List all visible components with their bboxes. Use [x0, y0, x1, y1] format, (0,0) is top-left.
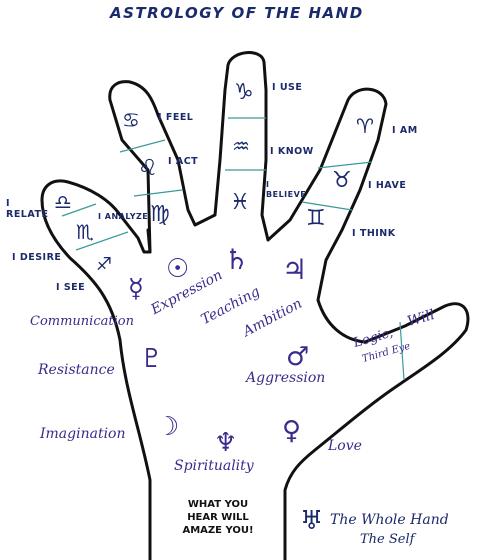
keyword-aggression: Aggression [246, 370, 326, 386]
moon-icon: ☽ [156, 412, 180, 442]
keyword-imagination: Imagination [40, 426, 126, 442]
pisces-icon: ♓ [230, 190, 250, 215]
leo-icon: ♌ [138, 156, 158, 181]
scorpio-icon: ♏ [76, 220, 94, 244]
pluto-icon: ♇ [140, 344, 164, 374]
keyword-communication: Communication [30, 314, 134, 329]
keyword-spirituality: Spirituality [174, 458, 254, 474]
jupiter-icon: ♃ [282, 253, 308, 286]
page-title: ASTROLOGY OF THE HAND [110, 4, 364, 22]
finger-gap-pinky-ring [146, 228, 152, 254]
label-i-see: I SEE [56, 282, 86, 293]
bottom-note: WHAT YOU HEAR WILL AMAZE YOU! [168, 498, 268, 537]
label-i-am: I AM [392, 125, 418, 136]
legend-line-2: The Self [360, 532, 415, 547]
label-i-use: I USE [272, 82, 303, 93]
label-i-believe: I BELIEVE [266, 180, 307, 199]
bottom-note-line-2: HEAR WILL [187, 512, 249, 523]
cancer-icon: ♋ [122, 108, 140, 132]
neptune-icon: ♆ [214, 428, 238, 458]
bottom-note-line-1: WHAT YOU [187, 499, 249, 510]
uranus-icon: ♅ [300, 506, 324, 536]
keyword-love: Love [328, 438, 362, 454]
capricorn-icon: ♑ [234, 80, 254, 105]
mercury-icon: ☿ [128, 274, 144, 304]
aquarius-icon: ♒ [232, 134, 250, 158]
bottom-note-line-3: AMAZE YOU! [182, 525, 254, 536]
libra-icon: ♎ [54, 190, 72, 214]
aries-icon: ♈ [356, 114, 374, 138]
label-i-have: I HAVE [368, 180, 407, 191]
venus-icon: ♀ [282, 416, 302, 446]
hand-contour [40, 51, 470, 560]
virgo-icon: ♍ [150, 202, 170, 227]
taurus-icon: ♉ [332, 168, 352, 193]
keyword-resistance: Resistance [38, 362, 115, 378]
legend-line-1: The Whole Hand [330, 512, 449, 528]
label-i-analyze: I ANALYZE [98, 212, 149, 221]
label-i-relate: I RELATE [6, 198, 49, 220]
sagittarius-icon: ♐ [96, 254, 113, 275]
label-i-feel: I FEEL [158, 112, 194, 123]
saturn-icon: ♄ [224, 243, 250, 276]
label-i-think: I THINK [352, 228, 396, 239]
label-i-act: I ACT [168, 156, 199, 167]
sun-icon: ☉ [166, 254, 190, 284]
gemini-icon: ♊ [306, 206, 326, 231]
phalanx-dividers [61, 117, 405, 381]
label-i-know: I KNOW [270, 146, 314, 157]
mars-icon: ♂ [286, 342, 310, 372]
label-i-desire: I DESIRE [12, 252, 62, 263]
